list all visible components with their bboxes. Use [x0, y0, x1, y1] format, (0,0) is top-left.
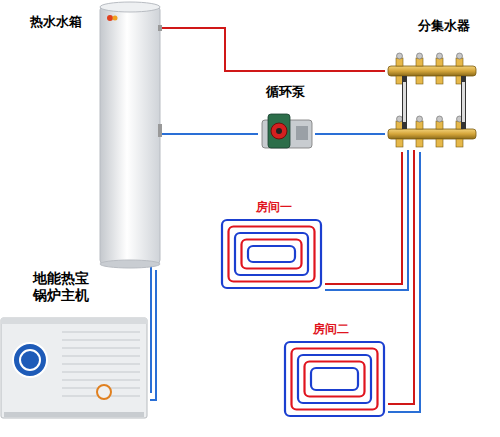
manifold-rod: [402, 76, 407, 129]
floor-heating-coil: [222, 220, 321, 288]
tank-top: [100, 2, 160, 12]
pipe-connector: [150, 270, 156, 400]
tank-body: [100, 6, 160, 264]
boiler-button: [97, 385, 111, 399]
pump-node: 循环泵: [258, 82, 315, 152]
manifold-bar: [388, 66, 476, 76]
boiler-grille: [62, 339, 140, 340]
node-label: 热水水箱: [30, 14, 102, 30]
tank-logo: [107, 15, 113, 21]
pipe-connector: [160, 28, 385, 71]
boiler-logo: [13, 343, 47, 377]
floor-heating-coil: [305, 362, 365, 397]
node-label: 房间二: [313, 322, 373, 336]
manifold-valve: [436, 76, 443, 84]
boiler-grille: [62, 331, 140, 332]
manifold-bar: [388, 129, 476, 139]
pipe-fitting: [158, 124, 162, 137]
floor-heating-coil: [242, 240, 302, 269]
boiler-logo: [20, 350, 40, 370]
return-pipe: [325, 150, 408, 290]
manifold-node: 分集水器: [385, 12, 480, 152]
floor-heating-coil: [248, 246, 295, 262]
pipe-connector: [325, 152, 402, 284]
pipe-connector: [160, 133, 258, 135]
boiler-casing: [1, 318, 147, 418]
room-node: 房间一: [220, 198, 325, 292]
manifold-rod: [461, 76, 466, 129]
node-label: 地能热宝 锅炉主机: [30, 270, 92, 304]
node-label: 分集水器: [418, 18, 488, 34]
boiler-grille: [62, 379, 140, 380]
boiler-top: [1, 318, 147, 324]
floor-heating-coil: [311, 368, 358, 390]
tank-bottom: [100, 260, 160, 268]
boiler-grille: [62, 363, 140, 364]
pipe-connector: [315, 133, 385, 135]
boiler-node: 地能热宝 锅炉主机: [0, 268, 150, 420]
valve-cap: [417, 53, 423, 59]
pump-rotor: [271, 123, 287, 139]
valve-cap: [397, 53, 403, 59]
room-node: 房间二: [283, 320, 388, 420]
pump-motor: [268, 114, 290, 148]
manifold-valve: [396, 76, 403, 84]
floor-heating-coil: [285, 342, 384, 416]
node-illustration: [26, 0, 160, 270]
pipe-connector: [388, 152, 420, 412]
boiler-grille: [62, 371, 140, 372]
manifold-valve: [416, 139, 423, 147]
valve-cap: [457, 53, 463, 59]
manifold-valve: [416, 76, 423, 84]
tank-logo: [113, 16, 118, 21]
manifold-valve: [396, 139, 403, 147]
pump-flange: [296, 126, 308, 140]
floor-heating-coil: [292, 349, 378, 410]
manifold-valve: [456, 139, 463, 147]
valve-cap: [437, 53, 443, 59]
boiler-grille: [62, 355, 140, 356]
manifold-gauge: [462, 82, 465, 122]
floor-heating-coil: [298, 355, 371, 403]
manifold-gauge: [403, 82, 406, 122]
boiler-grille: [62, 347, 140, 348]
floor-heating-coil: [229, 227, 315, 282]
node-label: 循环泵: [266, 84, 316, 100]
valve-cap: [437, 116, 443, 122]
pipe-fitting: [158, 25, 162, 31]
valve-cap: [417, 116, 423, 122]
valve-cap: [397, 116, 403, 122]
floor-heating-coil: [235, 233, 308, 275]
pump-hub: [276, 128, 282, 134]
node-label: 房间一: [256, 200, 316, 214]
boiler-base: [4, 412, 144, 417]
tank-node: 热水水箱: [26, 0, 160, 270]
manifold-valve: [436, 139, 443, 147]
